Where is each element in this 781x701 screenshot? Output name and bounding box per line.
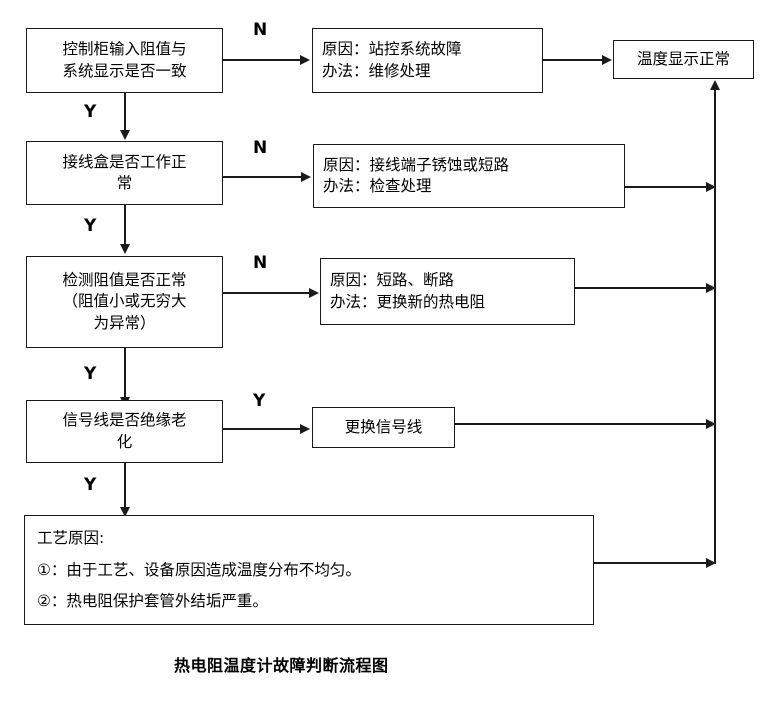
cause-box-short-open-circuit-line-1: 原因：短路、断路 bbox=[330, 271, 455, 290]
arrowhead-cause1-to-result bbox=[602, 54, 612, 65]
arrowhead-signal-to-replace bbox=[300, 423, 310, 434]
action-box-replace-signal-line[interactable]: 更换信号线 bbox=[312, 407, 455, 448]
connector-signal-to-replace bbox=[223, 428, 301, 430]
connector-note-to-bus bbox=[594, 562, 716, 564]
arrowhead-junction-to-resistance bbox=[119, 244, 130, 254]
process-note-item-1: ①：由于工艺、设备原因造成温度分布不均匀。 bbox=[37, 561, 361, 580]
decision-box-check-signal-line[interactable]: 信号线是否绝缘老 化 bbox=[26, 400, 223, 463]
arrowhead-note-to-bus bbox=[706, 557, 716, 568]
edge-label-cabinet-yes: Y bbox=[84, 102, 97, 122]
arrowhead-bus-to-result bbox=[709, 80, 720, 90]
decision-box-check-signal-line-line-1: 信号线是否绝缘老 bbox=[62, 411, 187, 430]
connector-cabinet-to-cause1 bbox=[223, 59, 301, 61]
decision-box-check-resistance-line-2: （阻值小或无穷大 bbox=[62, 292, 187, 311]
arrowhead-cause3-to-bus bbox=[706, 282, 716, 293]
cause-box-station-control-line-1: 原因：站控系统故障 bbox=[322, 40, 462, 59]
bus-vertical-to-result bbox=[714, 90, 716, 563]
arrowhead-cabinet-to-cause1 bbox=[300, 54, 310, 65]
decision-box-check-junction-box[interactable]: 接线盒是否工作正 常 bbox=[26, 141, 223, 205]
decision-box-check-cabinet[interactable]: 控制柜输入阻值与 系统显示是否一致 bbox=[26, 28, 223, 93]
arrowhead-replace-to-bus bbox=[706, 418, 716, 429]
decision-box-check-junction-box-line-2: 常 bbox=[116, 174, 133, 192]
arrowhead-resistance-to-cause3 bbox=[309, 287, 319, 298]
connector-cause1-to-result bbox=[543, 59, 603, 61]
arrowhead-cabinet-to-junction bbox=[119, 130, 130, 140]
cause-box-terminal-corrosion[interactable]: 原因：接线端子锈蚀或短路 办法：检查处理 bbox=[313, 144, 625, 208]
diagram-caption: 热电阻温度计故障判断流程图 bbox=[174, 656, 389, 675]
cause-box-terminal-corrosion-line-1: 原因：接线端子锈蚀或短路 bbox=[323, 155, 510, 174]
edge-label-resistance-yes: Y bbox=[84, 364, 97, 384]
cause-box-terminal-corrosion-line-2: 办法：检查处理 bbox=[323, 177, 432, 195]
cause-box-short-open-circuit-line-2: 办法：更换新的热电阻 bbox=[330, 292, 486, 311]
arrowhead-signal-to-note bbox=[119, 507, 130, 517]
connector-replace-to-bus bbox=[455, 423, 716, 425]
process-note-item-2: ②：热电阻保护套管外结垢严重。 bbox=[37, 591, 268, 610]
action-box-replace-signal-line-label: 更换信号线 bbox=[344, 417, 423, 436]
arrowhead-cause2-to-bus bbox=[706, 181, 716, 192]
connector-junction-to-resistance bbox=[124, 205, 126, 247]
connector-resistance-to-signal bbox=[124, 348, 126, 400]
process-note-heading: 工艺原因: bbox=[37, 528, 105, 547]
decision-box-check-signal-line-line-2: 化 bbox=[116, 432, 133, 451]
edge-label-junction-no: N bbox=[253, 138, 268, 158]
cause-box-station-control-line-2: 办法：维修处理 bbox=[322, 61, 431, 80]
decision-box-check-junction-box-line-1: 接线盒是否工作正 bbox=[62, 152, 187, 171]
connector-signal-to-note bbox=[124, 463, 126, 510]
connector-resistance-to-cause3 bbox=[223, 292, 310, 294]
connector-cabinet-to-junction bbox=[124, 93, 126, 133]
edge-label-signal-yes-down: Y bbox=[84, 475, 97, 495]
arrowhead-junction-to-cause2 bbox=[301, 171, 311, 182]
decision-box-check-cabinet-line-2: 系统显示是否一致 bbox=[62, 61, 187, 80]
edge-label-signal-yes-right: Y bbox=[253, 391, 266, 411]
connector-junction-to-cause2 bbox=[223, 176, 302, 178]
connector-cause2-to-bus bbox=[625, 186, 716, 188]
connector-cause3-to-bus bbox=[575, 287, 716, 289]
decision-box-check-resistance[interactable]: 检测阻值是否正常 （阻值小或无穷大 为异常） bbox=[26, 256, 223, 348]
decision-box-check-cabinet-line-1: 控制柜输入阻值与 bbox=[62, 40, 187, 59]
process-cause-note-box[interactable]: 工艺原因: ①：由于工艺、设备原因造成温度分布不均匀。 ②：热电阻保护套管外结垢… bbox=[24, 515, 594, 625]
cause-box-short-open-circuit[interactable]: 原因：短路、断路 办法：更换新的热电阻 bbox=[320, 258, 575, 325]
cause-box-station-control[interactable]: 原因：站控系统故障 办法：维修处理 bbox=[312, 28, 543, 93]
result-box-label: 温度显示正常 bbox=[636, 49, 730, 68]
edge-label-resistance-no: N bbox=[253, 253, 268, 273]
decision-box-check-resistance-line-3: 为异常） bbox=[93, 313, 156, 332]
result-box-temperature-normal[interactable]: 温度显示正常 bbox=[613, 40, 754, 79]
edge-label-cabinet-no: N bbox=[253, 20, 268, 40]
edge-label-junction-yes: Y bbox=[84, 216, 97, 236]
decision-box-check-resistance-line-1: 检测阻值是否正常 bbox=[62, 270, 187, 289]
